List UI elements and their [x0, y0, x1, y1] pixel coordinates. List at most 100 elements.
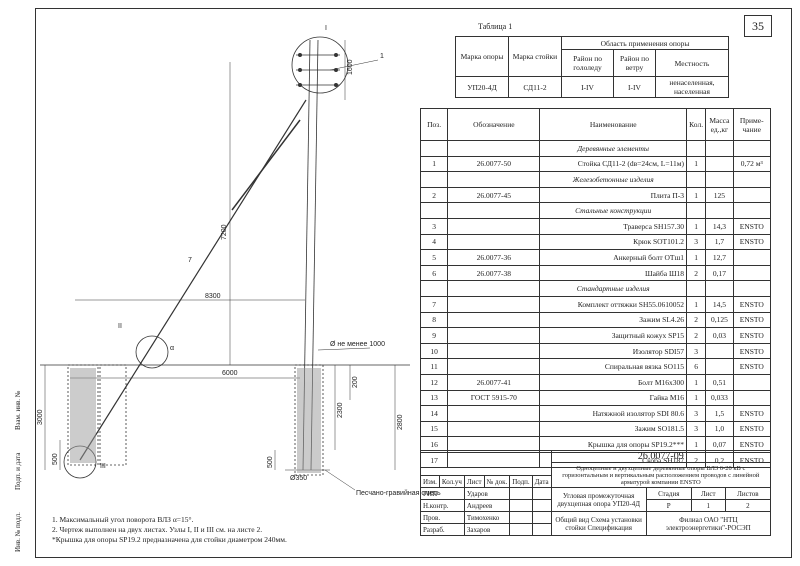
spec-cell-mass: 0,03	[705, 327, 734, 344]
spec-cell-name: Крюк SOT101.2	[539, 233, 688, 251]
spec-cell-qty: 1	[686, 373, 707, 391]
spec-section-row: Стандартные изделия	[419, 280, 772, 297]
spec-cell-qty: 3	[686, 405, 707, 422]
spec-cell-name: Стойка СД11-2 (dв=24см, L=11м)	[539, 155, 688, 173]
stamp-desc2: Общий вид Схема установки стойки Специфи…	[550, 511, 647, 536]
spec-cell-pos: 3	[419, 217, 449, 235]
spec-cell-pos: 5	[419, 249, 449, 266]
t1-head-locality: Местность	[654, 49, 730, 77]
spec-cell-designation	[447, 295, 541, 313]
stamp-stage: Р	[645, 499, 692, 512]
spec-cell-note: ENSTO	[732, 311, 772, 329]
spec-cell-qty: 1	[686, 389, 707, 407]
note-2: 2. Чертеж выполнен на двух листах. Узлы …	[52, 525, 263, 534]
t1-head-area: Область применения опоры	[561, 36, 729, 50]
t1-head-ice: Район по гололеду	[560, 49, 615, 77]
spec-cell-note: ENSTO	[732, 405, 772, 422]
spec-cell-note: 0,72 м³	[732, 155, 772, 173]
spec-cell-qty: 2	[686, 327, 707, 344]
spec-cell-note: ENSTO	[732, 358, 772, 375]
note-1: 1. Максимальный угол поворота ВЛЗ α=15°.	[52, 515, 194, 524]
spec-cell-qty: 1	[686, 155, 707, 173]
stamp-sheet: 1	[690, 499, 726, 512]
stamp-h-date: Дата	[531, 475, 552, 488]
spec-cell-mass	[705, 358, 734, 375]
dim-7200: 7200	[221, 224, 228, 240]
stamp-role-2: Пров.	[420, 511, 465, 524]
spec-cell-name: Спиральная вязка SO115	[539, 358, 688, 375]
spec-cell-designation: 26.0077-36	[447, 249, 541, 266]
spec-cell-name: Гайка М16	[539, 389, 688, 407]
spec-cell-mass: 14,3	[705, 217, 734, 235]
spec-cell-name: Натяжной изолятор SDI 80.6	[539, 405, 688, 422]
spec-head-qty: Кол.	[686, 108, 707, 141]
spec-cell-mass: 14,5	[705, 295, 734, 313]
spec-cell-pos: 10	[419, 342, 449, 360]
spec-cell-qty: 3	[686, 233, 707, 251]
spec-section-row: Стальные конструкции	[419, 202, 772, 219]
stamp-org: Филиал ОАО "НТЦ электроэнергетики"-РОСЭП	[645, 511, 772, 536]
spec-cell-pos: 7	[419, 295, 449, 313]
spec-cell-designation	[447, 311, 541, 329]
t1-head-post: Марка стойки	[508, 36, 562, 77]
spec-cell-name: Изолятор SDI57	[539, 342, 688, 360]
stamp-role-1: Н.контр.	[420, 499, 465, 512]
spec-head-designation: Обозначение	[447, 108, 541, 141]
spec-cell-note: ENSTO	[732, 217, 772, 235]
spec-cell-pos: 11	[419, 358, 449, 375]
spec-cell-name: Защитный кожух SP15	[539, 327, 688, 344]
spec-cell-note	[732, 373, 772, 391]
spec-cell-name: Комплект оттяжки SH55.0610052	[539, 295, 688, 313]
stamp-name-0: Ударов	[463, 487, 511, 500]
spec-cell-pos: 9	[419, 327, 449, 344]
spec-section-row: Железобетонные изделия	[419, 171, 772, 188]
label-sand-1: Песчано-гравийная смесь	[356, 489, 441, 497]
spec-section-title: Стальные конструкции	[539, 202, 688, 219]
spec-cell-mass	[705, 342, 734, 360]
dim-500b: 500	[267, 456, 274, 468]
spec-cell-designation	[447, 358, 541, 375]
spec-section-title: Стандартные изделия	[539, 280, 688, 297]
spec-cell-mass: 0,51	[705, 373, 734, 391]
spec-cell-mass: 1,7	[705, 233, 734, 251]
spec-cell-mass	[705, 155, 734, 173]
label-node-3: III	[100, 463, 106, 470]
spec-cell-qty: 2	[686, 311, 707, 329]
dim-500a: 500	[52, 453, 59, 465]
title-block: 26.0077-09 Одноцепные и двухцепные дерев…	[420, 450, 772, 536]
stamp-h-sheet: Лист	[463, 475, 485, 488]
notes: 1. Максимальный угол поворота ВЛЗ α=15°.…	[52, 515, 287, 545]
spec-cell-qty: 6	[686, 358, 707, 375]
spec-cell-note: ENSTO	[732, 327, 772, 344]
stamp-h-qty: Кол.уч	[438, 475, 465, 488]
t1-locality: ненаселенная, населенная	[654, 76, 730, 98]
t1-post: СД11-2	[508, 76, 562, 98]
spec-cell-designation	[447, 217, 541, 235]
spec-cell-mass: 125	[705, 186, 734, 204]
spec-cell-pos: 13	[419, 389, 449, 407]
spec-cell-pos: 14	[419, 405, 449, 422]
spec-cell-mass: 1,5	[705, 405, 734, 422]
spec-cell-qty: 3	[686, 342, 707, 360]
stamp-role-0: ГИП	[420, 487, 465, 500]
dim-3000: 3000	[37, 409, 44, 425]
side-label-sign: Подп. и дата	[14, 452, 22, 490]
t1-wind: I-IV	[613, 76, 656, 98]
stamp-code: 26.0077-09	[550, 450, 772, 463]
dim-2300: 2300	[337, 402, 344, 418]
spec-cell-designation: ГОСТ 5915-70	[447, 389, 541, 407]
spec-cell-note: ENSTO	[732, 420, 772, 438]
stamp-h-sign: Подп.	[509, 475, 533, 488]
stamp-name-3: Захаров	[463, 523, 511, 536]
stamp-name-2: Тимохенко	[463, 511, 511, 524]
spec-cell-note	[732, 389, 772, 407]
spec-cell-pos: 6	[419, 264, 449, 282]
sheet-frame	[35, 8, 792, 558]
